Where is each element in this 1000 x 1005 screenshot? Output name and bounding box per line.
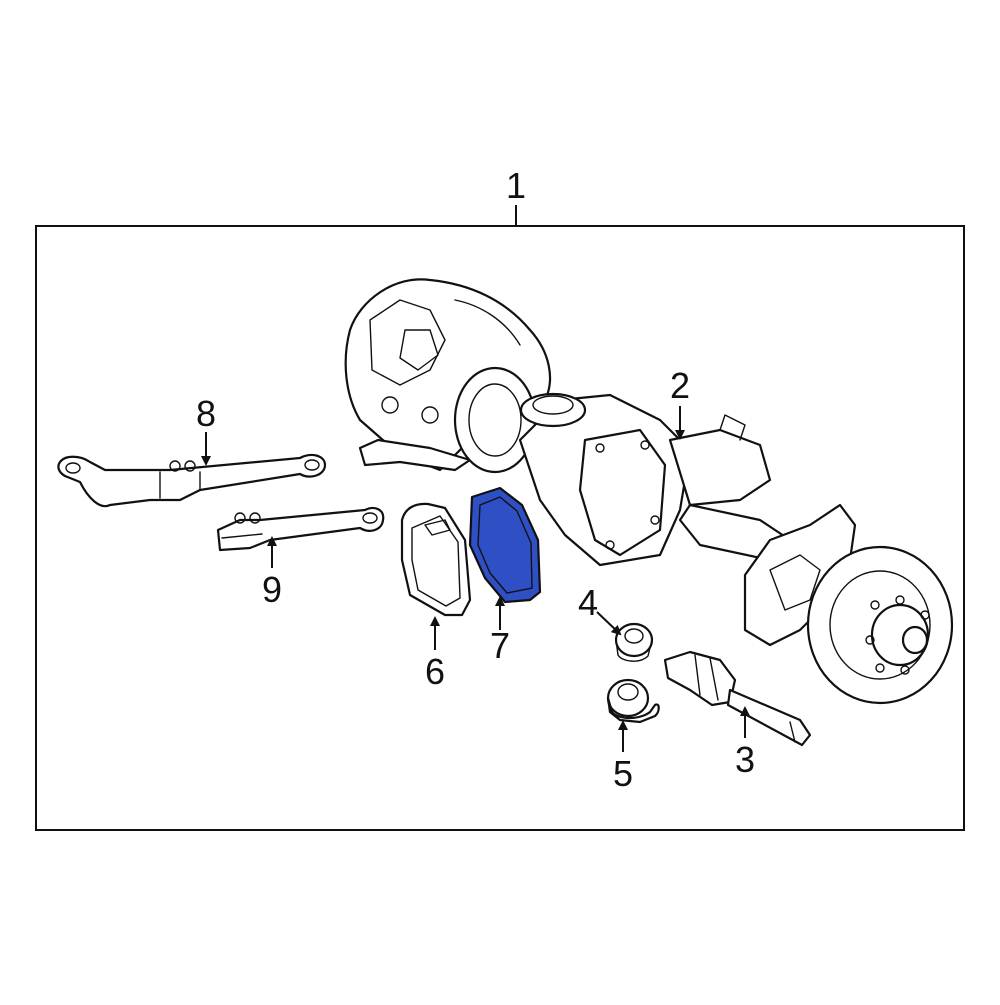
pinion-gear[interactable] [614, 622, 654, 662]
cover-gasket-inner-edge [477, 496, 533, 594]
callout-3-label[interactable]: 3 [735, 739, 755, 780]
axle-housing-assembly[interactable] [344, 278, 954, 705]
axle-shaft[interactable] [663, 650, 812, 747]
callout-2-label[interactable]: 2 [670, 365, 690, 406]
callout-5-label[interactable]: 5 [613, 753, 633, 794]
side-gear[interactable] [606, 678, 660, 724]
callout-7-label[interactable]: 7 [490, 625, 510, 666]
callout-4-leader [596, 611, 622, 636]
callout-1-label[interactable]: 1 [506, 165, 526, 206]
callout-9-label[interactable]: 9 [262, 569, 282, 610]
cover-gasket[interactable] [468, 486, 542, 604]
drag-link[interactable] [216, 506, 385, 552]
assembly-frame [35, 225, 965, 831]
callout-4-label[interactable]: 4 [578, 582, 598, 623]
track-bar[interactable] [57, 453, 327, 508]
callout-8-label[interactable]: 8 [196, 393, 216, 434]
differential-cover[interactable] [400, 502, 472, 617]
callout-6-label[interactable]: 6 [425, 651, 445, 692]
